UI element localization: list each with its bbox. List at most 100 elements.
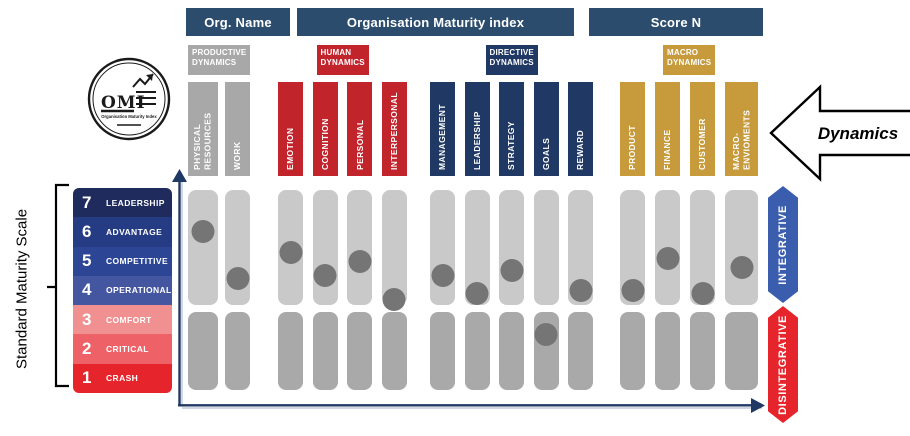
column-name-label: REWARD bbox=[575, 129, 586, 170]
scale-level-label: COMPETITIVE bbox=[106, 256, 169, 267]
standard-maturity-scale-title: Standard Maturity Scale bbox=[13, 208, 31, 370]
column-name-label: PRODUCT bbox=[627, 125, 638, 170]
column-lower-track bbox=[278, 312, 303, 390]
column-name-label: MACRO-ENVIOMENTS bbox=[730, 109, 752, 170]
scale-number: 5 bbox=[82, 251, 92, 271]
scale-level-1: 1 CRASH bbox=[73, 363, 172, 393]
scale-level-label: OPERATIONAL bbox=[106, 285, 172, 296]
column-name-label: STRATEGY bbox=[506, 121, 517, 170]
column-lower-track bbox=[499, 312, 524, 390]
column-name-label: FINANCE bbox=[662, 129, 673, 170]
column-lower-track bbox=[430, 312, 455, 390]
score-dot-strategy bbox=[500, 258, 523, 282]
column-lower-track bbox=[464, 312, 490, 390]
column-header-customer: CUSTOMER bbox=[690, 82, 715, 176]
group-columns-human: EMOTION COGNITION PERSONAL INTERPERSONAL bbox=[278, 82, 407, 390]
column-management: MANAGEMENT bbox=[430, 82, 455, 390]
column-strategy: STRATEGY bbox=[499, 82, 524, 390]
column-header-macro-envioments: MACRO-ENVIOMENTS bbox=[725, 82, 758, 176]
column-upper-track bbox=[188, 190, 218, 305]
column-upper-track bbox=[499, 190, 524, 305]
columns-region: PRODUCTIVE DYNAMICS PHYSICAL RESOURCES WOR… bbox=[186, 45, 772, 395]
group-macro: MACRO DYNAMICS PRODUCT FINANCE CUSTOMER MACR… bbox=[620, 45, 758, 390]
scale-number: 3 bbox=[82, 309, 92, 329]
omi-logo-subtext: Organisation Maturity Index bbox=[101, 114, 157, 119]
column-upper-track bbox=[347, 190, 373, 305]
column-header-cognition: COGNITION bbox=[312, 82, 338, 176]
integrative-label: INTEGRATIVE bbox=[777, 204, 789, 285]
column-work: WORK bbox=[225, 82, 250, 390]
column-name-label: GOALS bbox=[540, 137, 551, 170]
column-header-leadership: LEADERSHIP bbox=[464, 82, 490, 176]
column-upper-track bbox=[725, 190, 758, 305]
column-leadership: LEADERSHIP bbox=[464, 82, 490, 390]
column-lower-track bbox=[655, 312, 680, 390]
score-dot-finance bbox=[656, 246, 679, 270]
scale-bracket bbox=[47, 183, 69, 388]
column-name-label: CUSTOMER bbox=[697, 118, 708, 170]
column-personal: PERSONAL bbox=[347, 82, 373, 390]
column-upper-track bbox=[430, 190, 455, 305]
column-lower-track bbox=[225, 312, 250, 390]
group-label-directive: DIRECTIVE DYNAMICS bbox=[485, 45, 538, 75]
column-upper-track bbox=[381, 190, 407, 305]
column-lower-track bbox=[381, 312, 407, 390]
group-directive: DIRECTIVE DYNAMICS MANAGEMENT LEADERSHIP ST… bbox=[430, 45, 593, 390]
dynamics-arrow bbox=[769, 84, 910, 182]
column-macro-envioments: MACRO-ENVIOMENTS bbox=[725, 82, 758, 390]
column-lower-track bbox=[188, 312, 218, 390]
group-label-macro: MACRO DYNAMICS bbox=[663, 45, 715, 75]
score-header: Score N bbox=[589, 8, 763, 36]
score-label: Score N bbox=[650, 14, 702, 30]
column-lower-track bbox=[690, 312, 715, 390]
score-dot-macro-envioments bbox=[730, 255, 753, 279]
score-dot-cognition bbox=[313, 264, 337, 288]
omi-logo-text: OMI bbox=[101, 93, 146, 113]
scale-number: 7 bbox=[82, 192, 92, 212]
score-dot-interpersonal bbox=[382, 287, 406, 311]
score-dot-personal bbox=[348, 249, 372, 273]
column-goals: GOALS bbox=[533, 82, 559, 390]
score-dot-reward bbox=[569, 279, 592, 303]
disintegrative-label: DISINTEGRATIVE bbox=[777, 314, 789, 415]
scale-level-label: LEADERSHIP bbox=[106, 197, 165, 208]
column-header-strategy: STRATEGY bbox=[499, 82, 524, 176]
score-dot-product bbox=[621, 279, 644, 303]
column-lower-track bbox=[620, 312, 645, 390]
column-upper-track bbox=[312, 190, 338, 305]
score-dot-leadership bbox=[465, 281, 489, 305]
dynamics-label: Dynamics bbox=[817, 124, 899, 143]
scale-level-label: CRASH bbox=[106, 373, 139, 384]
group-productive: PRODUCTIVE DYNAMICS PHYSICAL RESOURCES WOR… bbox=[188, 45, 250, 390]
org-name-label: Org. Name bbox=[204, 14, 272, 30]
column-header-goals: GOALS bbox=[533, 82, 559, 176]
column-cognition: COGNITION bbox=[312, 82, 338, 390]
column-header-personal: PERSONAL bbox=[347, 82, 373, 176]
column-header-interpersonal: INTERPERSONAL bbox=[381, 82, 407, 176]
column-header-reward: REWARD bbox=[568, 82, 593, 176]
column-name-label: PERSONAL bbox=[354, 119, 365, 170]
column-lower-track bbox=[347, 312, 373, 390]
scale-level-5: 5 COMPETITIVE bbox=[73, 246, 172, 276]
column-emotion: EMOTION bbox=[278, 82, 303, 390]
score-dot-customer bbox=[691, 281, 714, 305]
group-columns-directive: MANAGEMENT LEADERSHIP STRATEGY GOALS REWARD bbox=[430, 82, 593, 390]
scale-number: 1 bbox=[82, 368, 92, 388]
column-name-label: COGNITION bbox=[319, 118, 330, 170]
maturity-index-header: Organisation Maturity index bbox=[297, 8, 574, 36]
column-lower-track bbox=[312, 312, 338, 390]
column-customer: CUSTOMER bbox=[690, 82, 715, 390]
scale-level-label: COMFORT bbox=[106, 314, 152, 325]
scale-level-7: 7 LEADERSHIP bbox=[73, 188, 172, 218]
column-finance: FINANCE bbox=[655, 82, 680, 390]
column-product: PRODUCT bbox=[620, 82, 645, 390]
scale-number: 6 bbox=[82, 221, 92, 241]
column-header-physical-resources: PHYSICAL RESOURCES bbox=[188, 82, 218, 176]
group-label-productive: PRODUCTIVE DYNAMICS bbox=[188, 45, 250, 75]
column-upper-track bbox=[533, 190, 559, 305]
